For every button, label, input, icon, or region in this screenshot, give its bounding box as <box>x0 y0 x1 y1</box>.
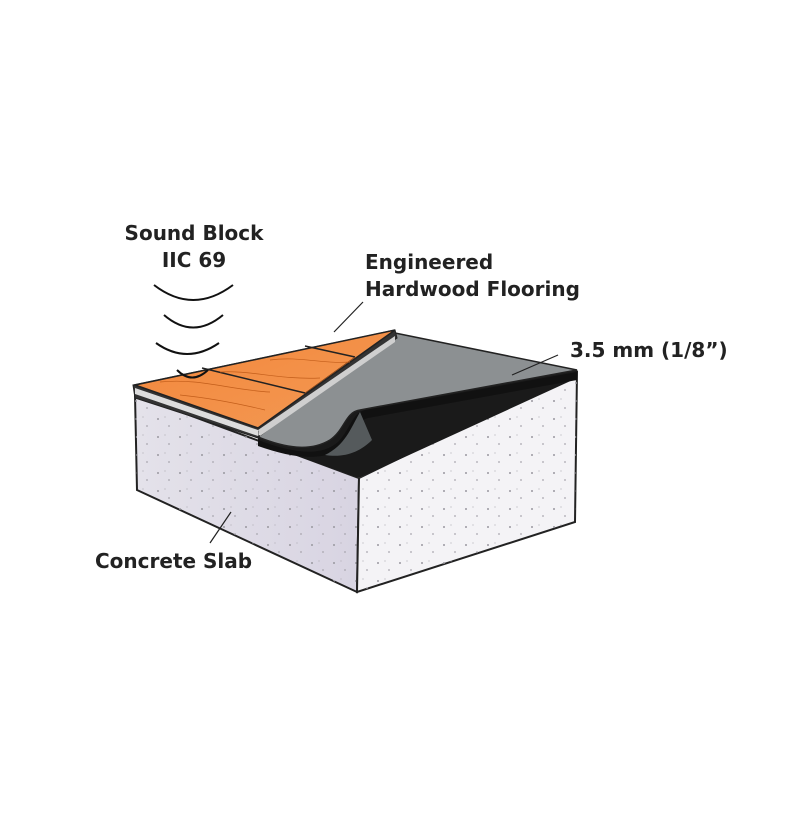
concrete-slab-label: Concrete Slab <box>95 549 253 573</box>
slab-leader-line <box>209 511 232 544</box>
flooring-leader-line <box>333 301 364 333</box>
thickness-leader-line <box>511 354 559 376</box>
sound-wave-icon <box>153 284 234 379</box>
sound-block-label-line2: IIC 69 <box>161 248 227 272</box>
flooring-label-line2: Hardwood Flooring <box>365 277 580 301</box>
concrete-slab <box>133 370 579 594</box>
flooring-label-line1: Engineered <box>365 250 494 274</box>
sound-block-label-line1: Sound Block <box>124 221 264 245</box>
sound-block-label: Sound Block IIC 69 <box>124 220 264 274</box>
flooring-label: Engineered Hardwood Flooring <box>365 249 580 303</box>
hardwood-planks <box>132 329 398 439</box>
thickness-label: 3.5 mm (1/8”) <box>570 338 728 362</box>
rubber-underlayment <box>256 332 578 478</box>
